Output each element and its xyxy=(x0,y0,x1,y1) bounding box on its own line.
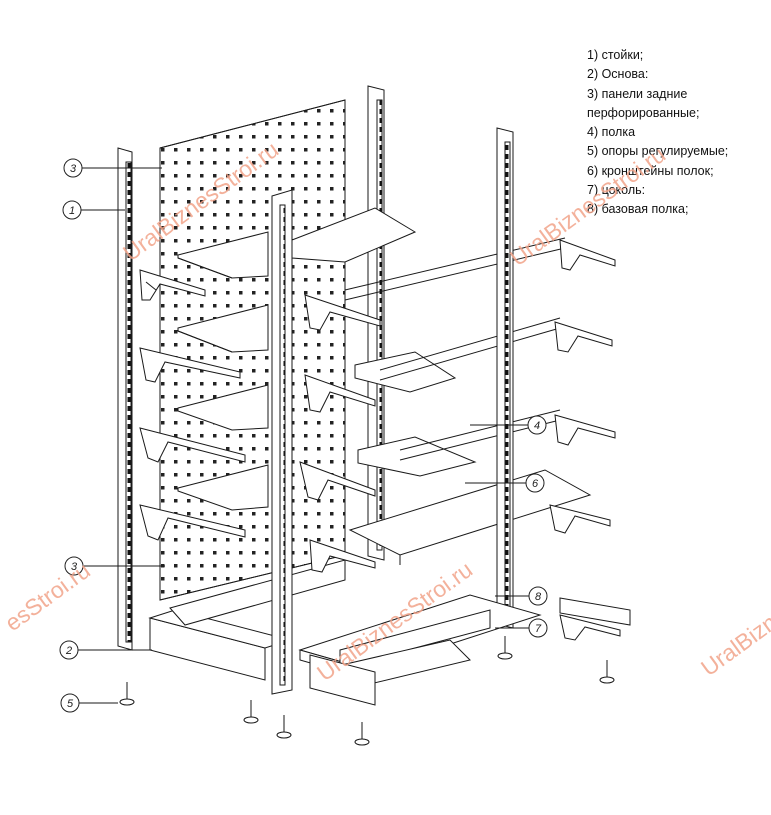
shelf-left-4 xyxy=(177,464,269,511)
callout-4: 4 xyxy=(527,415,547,435)
bracket-left-2 xyxy=(139,347,241,383)
callout-3-bottom: 3 xyxy=(64,556,84,576)
shelf-right-top xyxy=(291,207,417,280)
shelf-right-long-1 xyxy=(344,237,566,301)
adjustable-foot-5 xyxy=(497,636,513,660)
shelf-left-3 xyxy=(177,384,269,431)
callout-5-label: 5 xyxy=(67,698,74,710)
legend-item-feet: 5) опоры регулируемые; xyxy=(587,144,729,159)
adjustable-foot-2 xyxy=(243,700,259,724)
shelf-right-2 xyxy=(354,351,457,393)
callout-2: 2 xyxy=(59,640,79,660)
legend-item-back-panels: 3) панели задние xyxy=(587,86,688,101)
plinth-side-right xyxy=(559,597,631,641)
shelf-left-1 xyxy=(177,231,269,279)
adjustable-foot-1 xyxy=(119,682,135,706)
shelf-left-2 xyxy=(177,304,269,353)
shelf-right-3 xyxy=(357,436,477,477)
bracket-right-2 xyxy=(554,321,613,353)
shelf-right-4 xyxy=(348,469,592,565)
base-left xyxy=(148,559,346,681)
callout-1: 1 xyxy=(62,200,82,220)
bracket-center-1 xyxy=(304,294,381,331)
plinth-front xyxy=(309,654,376,706)
callout-4-label: 4 xyxy=(534,420,540,432)
bracket-center-4 xyxy=(309,539,376,573)
callout-5: 5 xyxy=(60,693,80,713)
legend-item-brackets: 6) кронштейны полок; xyxy=(587,163,714,178)
legend-item-plinth: 7) цоколь: xyxy=(587,183,646,198)
bracket-center-3 xyxy=(299,461,376,501)
upright-front-middle xyxy=(271,189,293,695)
adjustable-foot-4 xyxy=(354,722,370,746)
callout-7-label: 7 xyxy=(535,623,542,635)
callout-3-top-label: 3 xyxy=(70,163,77,175)
callout-2-label: 2 xyxy=(65,645,72,657)
callout-1-label: 1 xyxy=(69,205,75,217)
bracket-left-1 xyxy=(139,269,206,301)
bracket-right-4 xyxy=(549,504,611,534)
bracket-center-2 xyxy=(304,374,376,413)
callout-8-label: 8 xyxy=(535,591,542,603)
legend-item-uprights: 1) стойки; xyxy=(587,48,644,62)
upright-right xyxy=(496,127,514,629)
callout-6-label: 6 xyxy=(532,478,539,490)
legend-item-base: 2) Основа: xyxy=(587,67,649,82)
bracket-left-3 xyxy=(139,427,246,463)
legend-item-shelf: 4) полка xyxy=(587,125,636,140)
legend-item-back-panels-cont: перфорированные; xyxy=(587,105,700,120)
shelf-right-long-2 xyxy=(379,317,561,381)
callout-8: 8 xyxy=(528,586,548,606)
adjustable-foot-6 xyxy=(599,660,615,684)
adjustable-foot-3 xyxy=(276,715,292,739)
callout-3-bottom-label: 3 xyxy=(71,561,78,573)
callout-6: 6 xyxy=(525,473,545,493)
callout-7: 7 xyxy=(528,618,548,638)
leader-lines xyxy=(78,167,529,704)
bracket-right-1 xyxy=(559,239,616,271)
callout-3-top: 3 xyxy=(63,158,83,178)
legend-item-base-shelf: 8) базовая полка; xyxy=(587,202,689,217)
bracket-left-4 xyxy=(139,504,246,541)
bracket-right-3 xyxy=(554,414,616,446)
upright-left xyxy=(117,147,133,651)
parts-legend: 1) стойки; 2) Основа: 3) панели задние п… xyxy=(587,46,771,220)
